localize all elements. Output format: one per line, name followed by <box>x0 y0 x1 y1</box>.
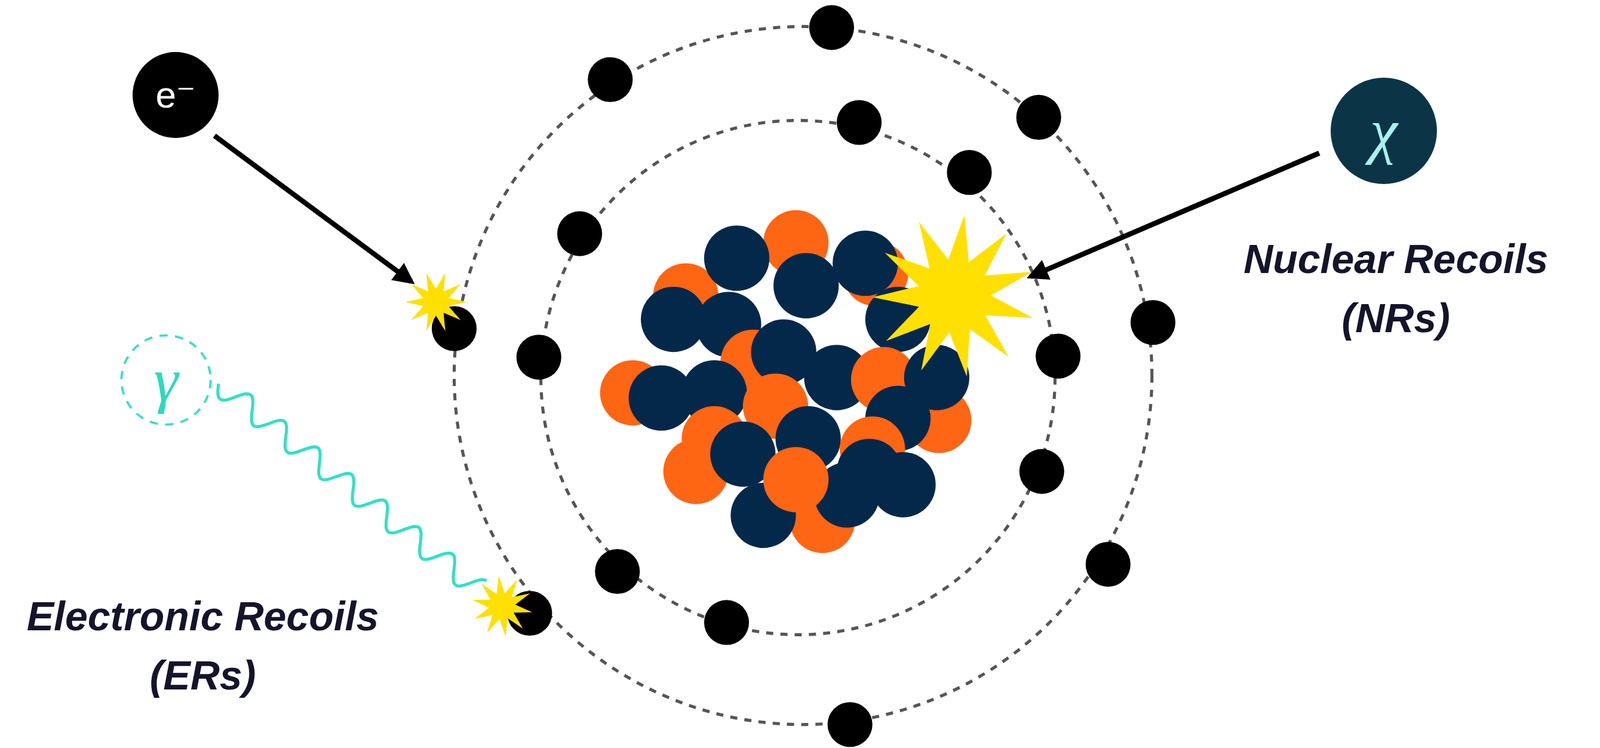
impact-star <box>404 272 466 331</box>
particle-symbol: e⁻ <box>155 76 196 114</box>
inner-orbit <box>541 120 1056 635</box>
photon-wave <box>217 383 487 586</box>
recoil-label: Electronic Recoils (ERs) <box>10 586 396 705</box>
outer-orbit <box>453 26 1152 724</box>
electrons <box>431 5 1176 748</box>
impact-star <box>472 575 533 637</box>
recoil-label: Nuclear Recoils (NRs) <box>1226 229 1566 347</box>
nucleus <box>600 210 972 554</box>
wimp-circle: χ <box>1330 77 1437 184</box>
photon-circle: γ <box>120 333 213 426</box>
electron-circle: e⁻ <box>132 51 219 138</box>
impact-star <box>872 215 1033 377</box>
electron-arrow <box>214 135 412 282</box>
particle-symbol: χ <box>1370 99 1398 162</box>
particle-symbol: γ <box>154 348 179 411</box>
